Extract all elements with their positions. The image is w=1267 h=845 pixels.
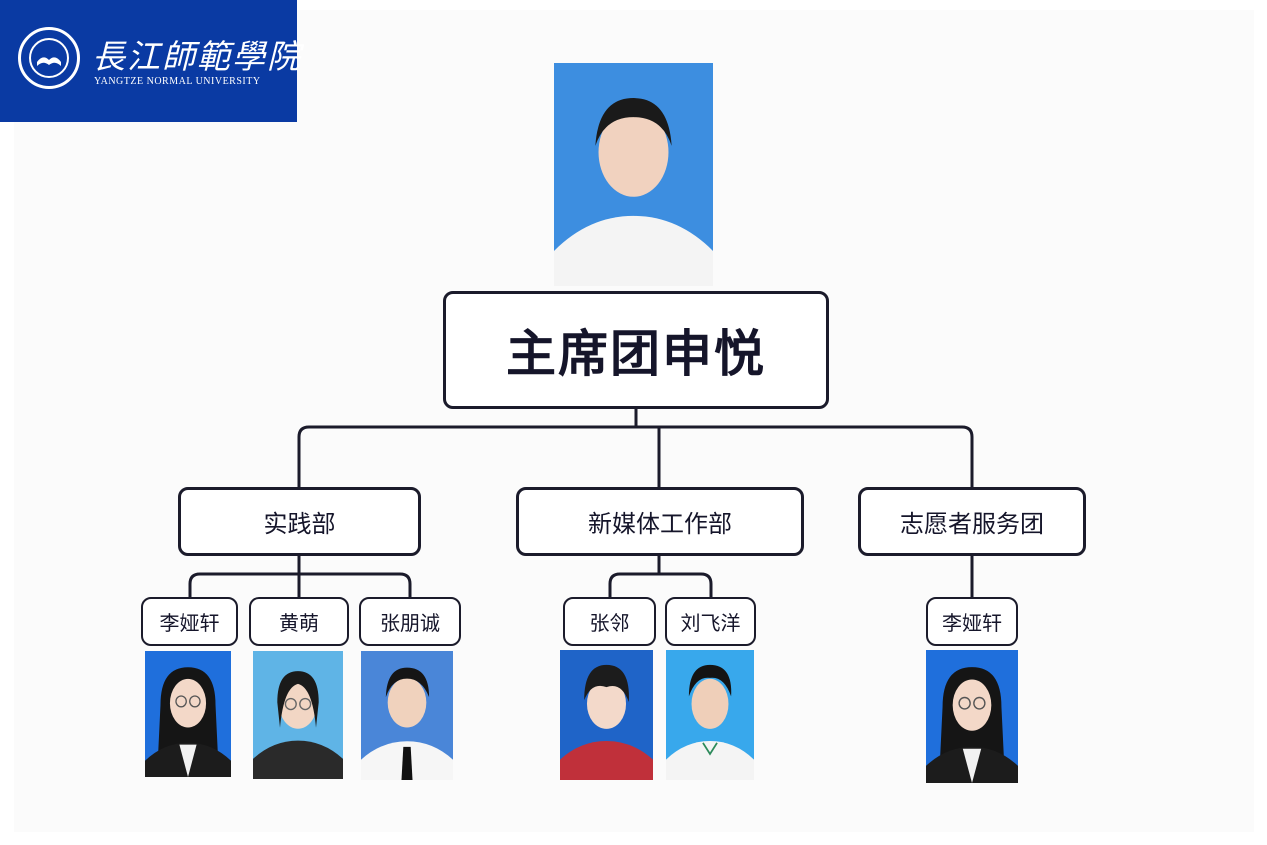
member-node-3-1: 李娅轩	[926, 597, 1018, 646]
university-name-cn: 長江師範學院	[92, 37, 302, 76]
university-seal-icon	[18, 27, 80, 89]
dept-node-2: 新媒体工作部	[516, 487, 804, 556]
member-node-2-1: 张邻	[563, 597, 656, 646]
root-node: 主席团申悦	[443, 291, 829, 409]
member-name-1-3: 张朋诚	[380, 611, 440, 635]
university-name-en: YANGTZE NORMAL UNIVERSITY	[94, 76, 261, 87]
member-name-2-2: 刘飞洋	[680, 611, 741, 635]
university-logo-banner: 長江師範學院 YANGTZE NORMAL UNIVERSITY	[0, 0, 300, 122]
member-photo-2-2	[666, 650, 754, 780]
dept-label-1: 实践部	[263, 510, 336, 538]
member-node-1-1: 李娅轩	[141, 597, 238, 646]
member-name-3-1: 李娅轩	[942, 611, 1002, 635]
member-photo-1-3	[361, 651, 453, 780]
dept-label-2: 新媒体工作部	[588, 510, 732, 538]
member-node-1-2: 黄萌	[249, 597, 349, 646]
dept-node-3: 志愿者服务团	[858, 487, 1086, 556]
dept1-connector	[188, 553, 412, 601]
dept2-connector	[608, 553, 713, 601]
member-node-2-2: 刘飞洋	[665, 597, 756, 646]
dept-label-3: 志愿者服务团	[900, 510, 1044, 538]
member-photo-1-2	[253, 651, 343, 779]
member-photo-1-1	[145, 651, 231, 777]
root-photo	[554, 63, 713, 286]
member-photo-2-1	[560, 650, 653, 780]
member-name-1-1: 李娅轩	[159, 611, 220, 635]
member-name-2-1: 张邻	[589, 611, 630, 635]
member-photo-3-1	[926, 650, 1018, 783]
member-node-1-3: 张朋诚	[359, 597, 461, 646]
root-to-depts-connector	[297, 406, 974, 489]
dept-node-1: 实践部	[178, 487, 421, 556]
root-label: 主席团申悦	[506, 325, 766, 383]
member-name-1-2: 黄萌	[279, 611, 319, 635]
